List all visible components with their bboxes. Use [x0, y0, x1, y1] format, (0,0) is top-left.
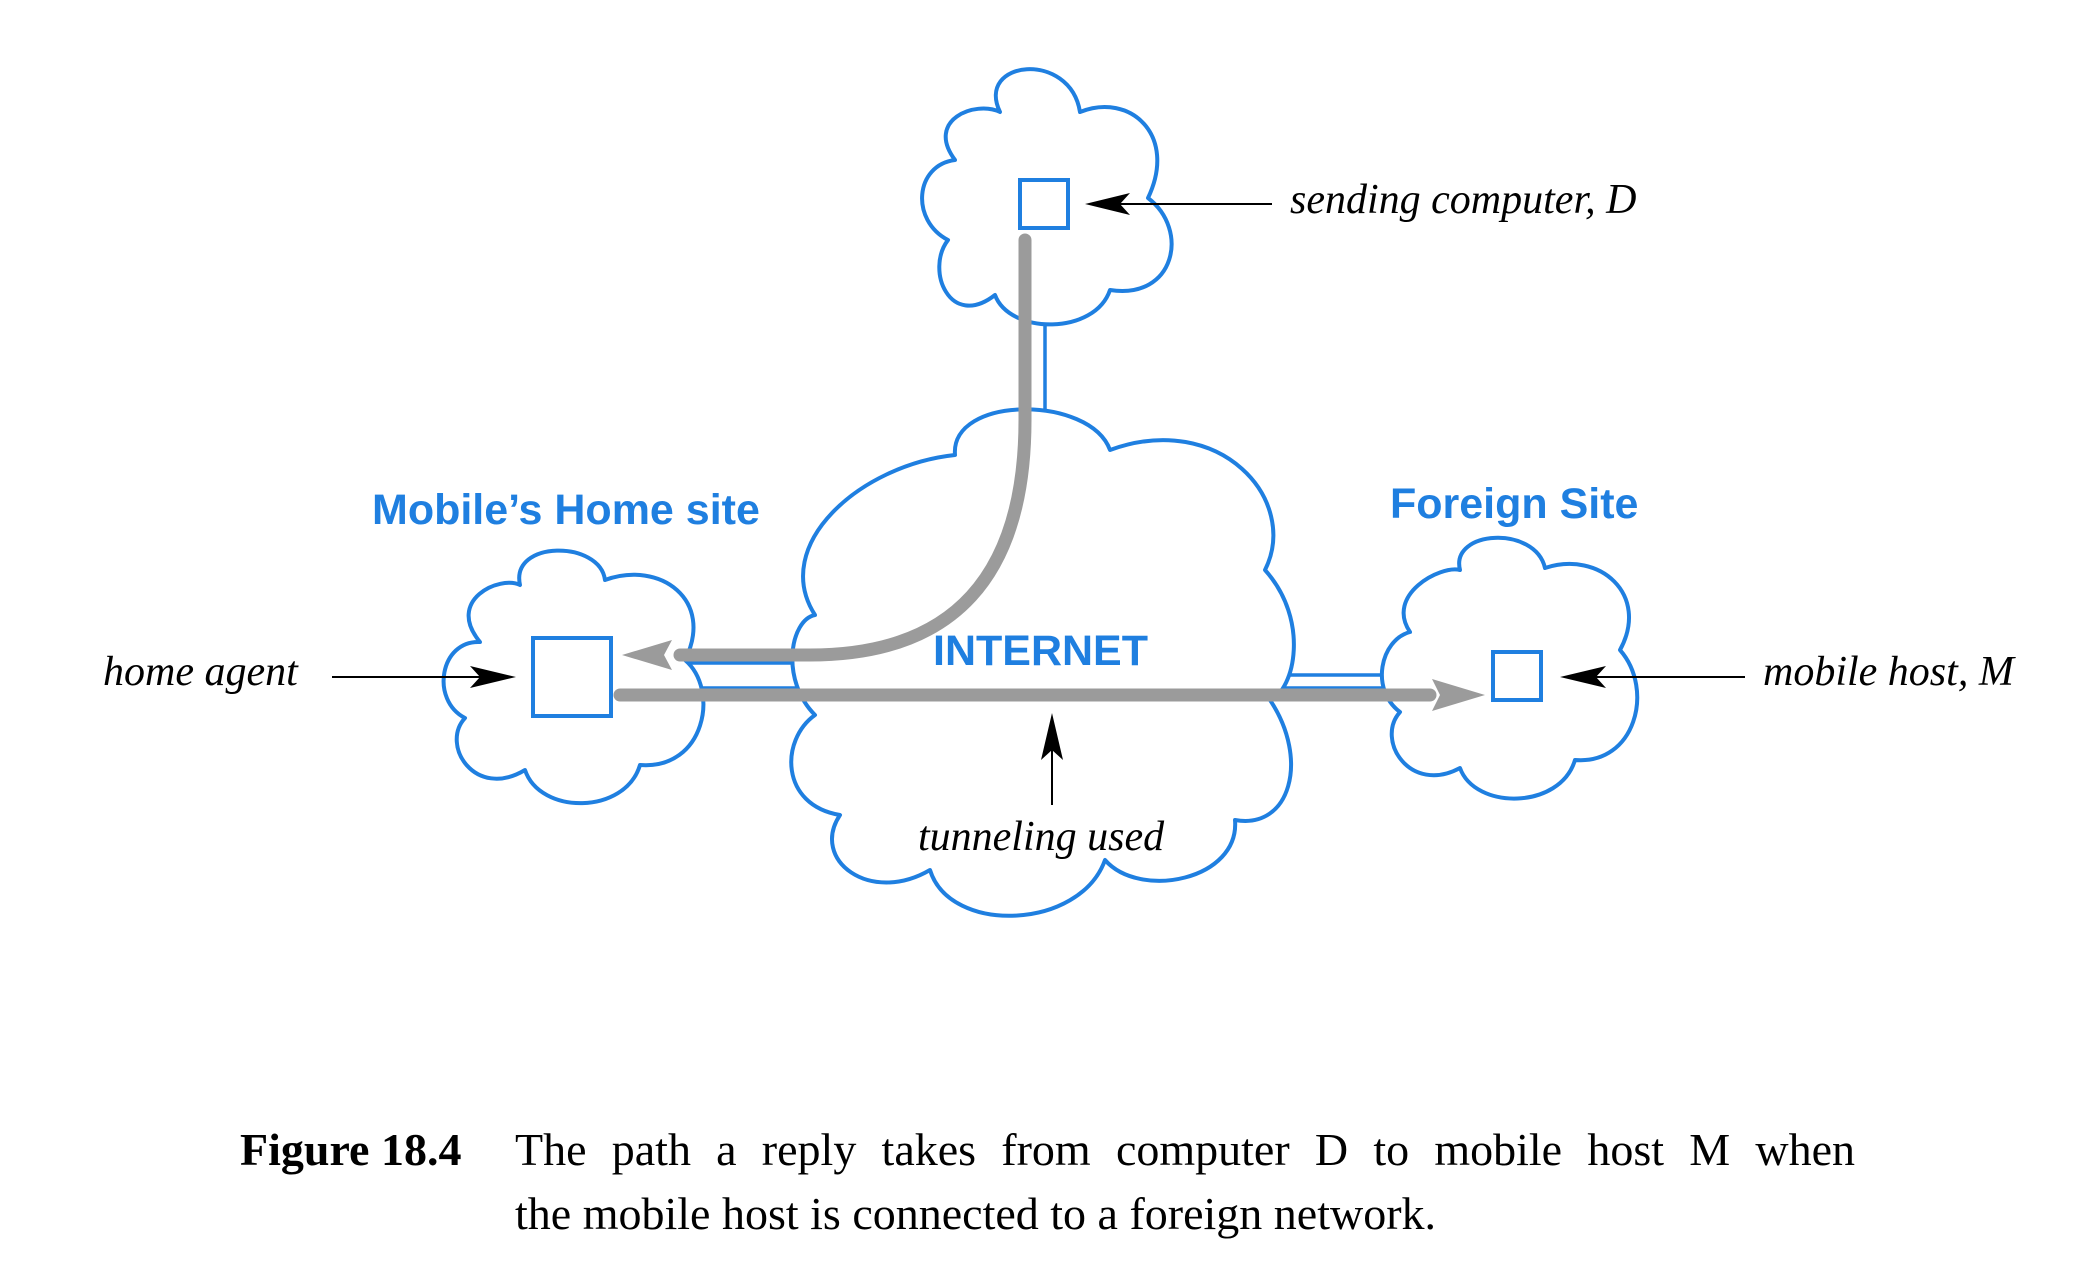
sending-computer-pointer-head: [1085, 193, 1130, 215]
home-agent-label: home agent: [103, 649, 299, 695]
mobile-host-label: mobile host, M: [1763, 649, 2016, 695]
tunneling-pointer-head: [1041, 713, 1063, 760]
figure-number: Figure 18.4: [240, 1124, 462, 1175]
caption-line-1: The path a reply takes from computer D t…: [515, 1124, 1855, 1175]
reply-arrowhead-home: [622, 640, 672, 670]
mobile-host-box: [1491, 650, 1543, 702]
sending-computer-label: sending computer, D: [1290, 177, 1636, 223]
internet-label: INTERNET: [933, 627, 1148, 675]
caption-line-2: the mobile host is connected to a foreig…: [515, 1188, 1437, 1239]
home-site-label: Mobile’s Home site: [372, 486, 760, 534]
sending-computer-box: [1018, 178, 1070, 230]
tunneling-label: tunneling used: [918, 814, 1165, 860]
internet-cloud: [789, 407, 1296, 918]
home-agent-box: [531, 636, 613, 718]
home-agent-pointer-head: [470, 666, 516, 688]
reply-path-to-home-agent: [673, 233, 1032, 662]
mobile-host-pointer-head: [1560, 666, 1606, 688]
figure-caption: Figure 18.4 The path a reply takes from c…: [240, 1118, 1880, 1246]
caption-text: The path a reply takes from computer D t…: [515, 1118, 1855, 1246]
foreign-site-label: Foreign Site: [1390, 480, 1638, 528]
tunnel-arrowhead-mobile: [1432, 679, 1485, 711]
